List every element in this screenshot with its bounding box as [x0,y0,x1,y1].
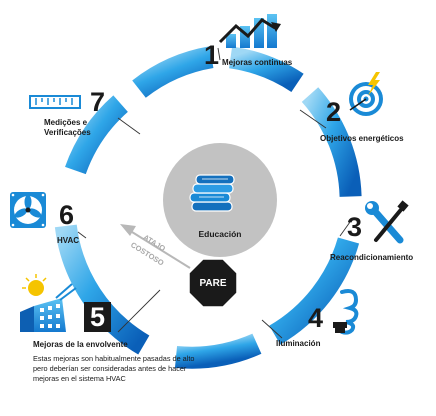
connector-5 [117,289,161,333]
step-5-label: Mejoras de la envolvente [33,340,128,349]
target-bolt-icon [349,72,383,116]
step-1-number: 1 [204,40,220,70]
ring-segment-2-3 [301,87,362,198]
lightbulb-icon [333,289,359,335]
step-4-number: 4 [308,303,324,333]
step-3-number: 3 [347,212,363,242]
books-icon [189,174,235,212]
step-2-number: 2 [326,97,342,127]
ring-segment-7-1 [132,46,214,98]
step-6-number: 6 [59,200,75,230]
connector-1 [217,47,221,61]
step-6-label: HVAC [57,236,80,245]
step-2-label: Objetivos energéticos [320,134,404,143]
ring-segment-1-2 [228,46,304,93]
ruler-icon [29,95,81,109]
stop-sign-label: PARE [199,278,226,289]
step-7-number: 7 [90,87,106,117]
connector-4 [261,319,283,339]
fan-icon [10,192,46,228]
connector-7 [117,117,141,135]
connector-3 [339,221,351,237]
connector-6 [77,231,87,239]
step-7-label-line2: Verificações [44,128,91,137]
step-3-label: Reacondicionamiento [330,253,414,262]
center-label: Educación [199,229,242,239]
ring-segment-5-6 [54,224,150,355]
ring-segment-4-5 [174,333,262,369]
connector-2 [299,109,327,129]
step-5-number: 5 [90,302,106,332]
tools-icon [365,200,409,244]
ring-segment-3-4 [269,237,360,345]
building-sun-icon [20,274,77,332]
step-4-label: Iluminación [276,339,321,348]
step-5-number-box [84,302,111,332]
step-5-note: Estas mejoras son habitualmente pasadas … [33,354,195,383]
connector-lines [77,47,351,339]
cycle-ring [54,46,362,369]
growth-chart-icon [218,14,281,48]
step-7-label-line1: Medições e [44,118,88,127]
ring-segment-6-7 [65,95,129,175]
stop-sign-icon [188,258,238,308]
step-1-label: Mejoras continuas [222,58,293,67]
shortcut-arrow [120,224,191,269]
